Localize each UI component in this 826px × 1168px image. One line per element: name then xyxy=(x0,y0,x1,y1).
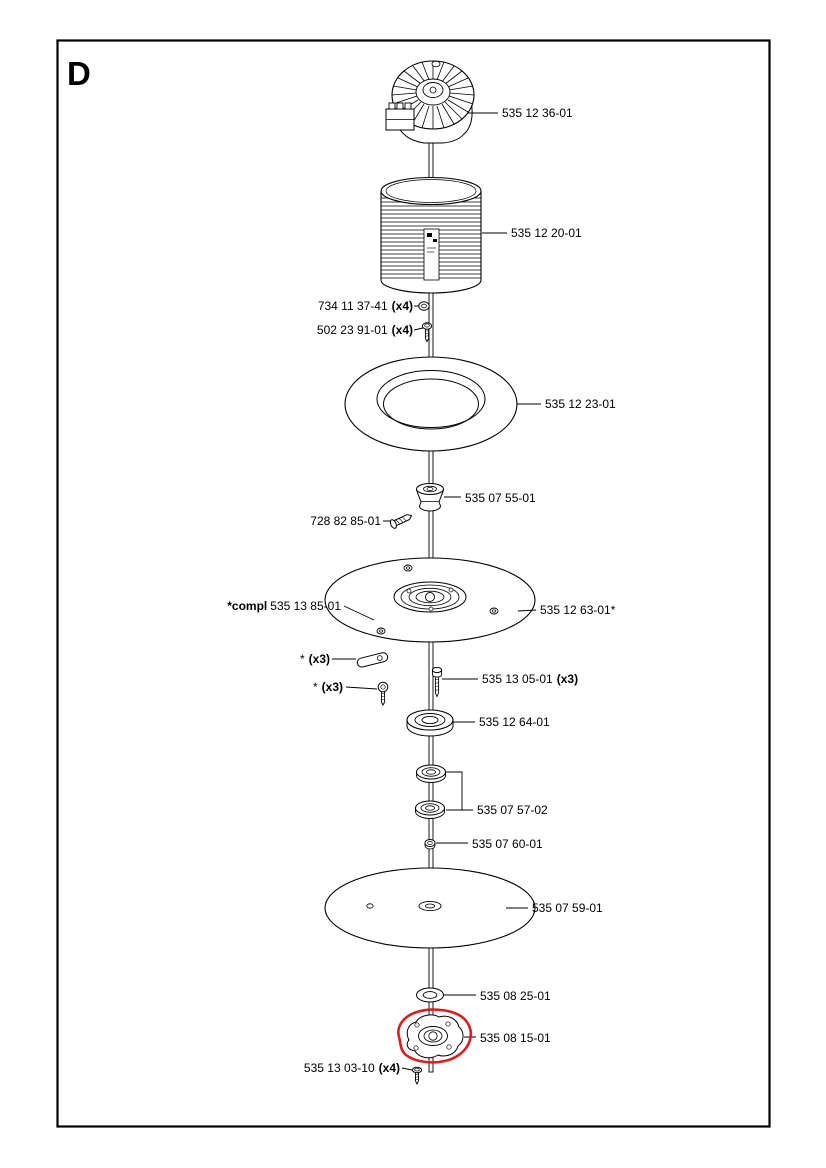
part-screw-x3-drawing xyxy=(431,666,443,698)
part-bracket-drawing xyxy=(356,652,389,668)
part-disc-lower-drawing xyxy=(324,867,536,949)
part-ring-drawing xyxy=(344,356,518,452)
part-label-screw-top: 502 23 91-01(x4) xyxy=(317,323,413,337)
part-nut-drawing xyxy=(424,839,436,850)
leader-lines xyxy=(332,112,541,1071)
part-bearing-pair-drawing xyxy=(415,764,446,819)
part-screw-left-drawing xyxy=(389,514,413,529)
part-bearing-top-drawing xyxy=(406,709,454,737)
part-label-screw-left: 728 82 85-01 xyxy=(310,514,381,528)
part-label-nut: 535 07 60-01 xyxy=(472,837,543,851)
part-screw-bottom-drawing xyxy=(411,1066,423,1086)
part-disc-upper-drawing xyxy=(324,557,536,643)
part-label-flange: 535 08 15-01 xyxy=(480,1031,551,1045)
part-washer-top-drawing xyxy=(418,301,430,311)
part-washer-bottom-drawing xyxy=(416,987,444,1003)
part-label-screw-bottom: 535 13 03-10(x4) xyxy=(304,1061,400,1075)
part-screw-star-drawing xyxy=(377,681,389,706)
part-label-star-a: *(x3) xyxy=(300,652,330,666)
part-stator-drawing xyxy=(380,176,482,294)
part-label-hub: 535 07 55-01 xyxy=(465,491,536,505)
part-label-motor: 535 12 36-01 xyxy=(502,106,573,120)
section-letter: D xyxy=(67,55,91,92)
part-label-disc-lower: 535 07 59-01 xyxy=(532,901,603,915)
part-label-bearing-pair: 535 07 57-02 xyxy=(477,803,548,817)
part-motor-drawing xyxy=(385,60,475,144)
part-labels: 535 12 36-01 535 12 20-01 734 11 37-41(x… xyxy=(227,106,616,1075)
part-label-star-b: *(x3) xyxy=(313,680,343,694)
part-flange-drawing xyxy=(406,1014,464,1059)
part-label-disc-upper: 535 12 63-01* xyxy=(540,603,616,617)
part-screw-top-drawing xyxy=(421,322,433,343)
part-label-washer-top: 734 11 37-41(x4) xyxy=(318,299,413,313)
part-label-ring: 535 12 23-01 xyxy=(545,397,616,411)
part-label-screw-x3: 535 13 05-01(x3) xyxy=(482,672,578,686)
part-label-washer-bottom: 535 08 25-01 xyxy=(480,989,551,1003)
part-label-stator: 535 12 20-01 xyxy=(511,226,582,240)
highlight-circle xyxy=(397,1008,473,1064)
part-label-bearing-top: 535 12 64-01 xyxy=(479,715,550,729)
part-hub-drawing xyxy=(415,483,445,512)
